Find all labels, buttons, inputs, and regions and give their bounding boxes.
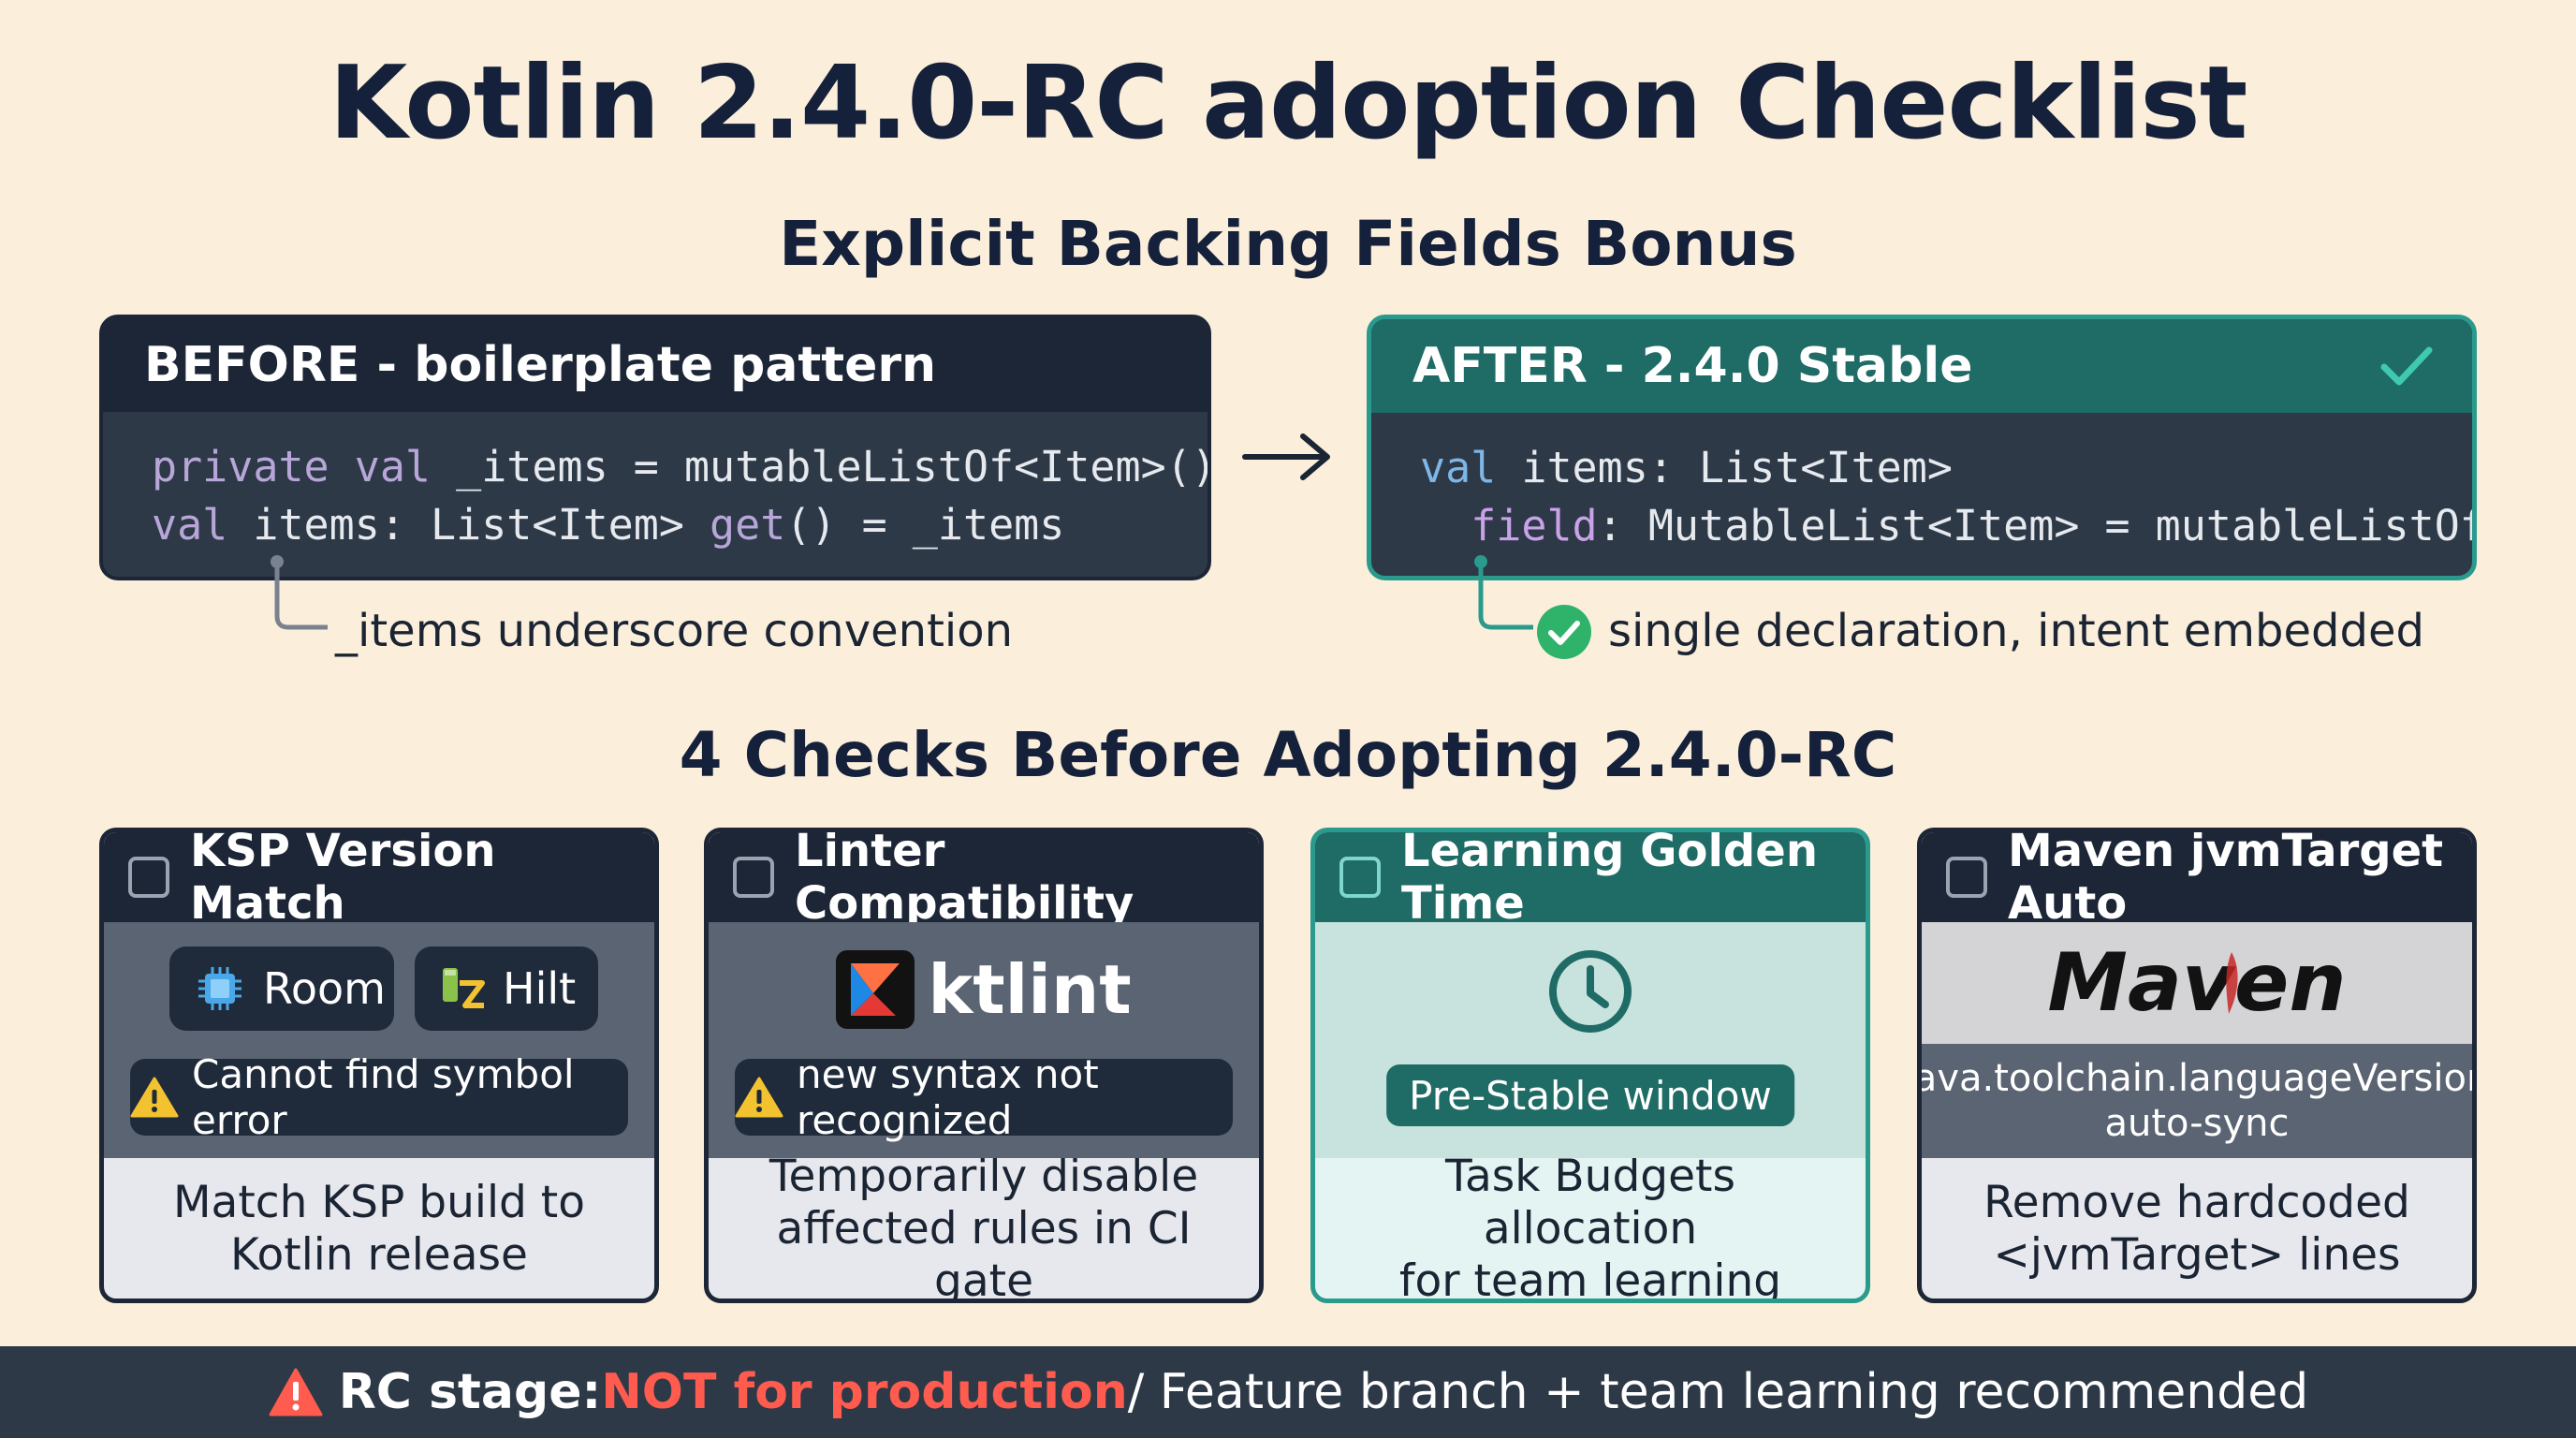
hilt-label: Hilt <box>503 963 577 1014</box>
check-circle-icon <box>1537 605 1591 659</box>
card-title: KSP Version Match <box>190 828 496 930</box>
card-title: Maven jvmTarget Auto <box>2008 828 2444 930</box>
check-card-maven: Maven jvmTarget Auto Maven java.toolchai… <box>1917 828 2477 1303</box>
card-title: Linter Compatibility <box>795 828 1134 930</box>
before-panel-header: BEFORE - boilerplate pattern <box>103 318 1208 412</box>
before-code-block: private val _items = mutableListOf<Item>… <box>103 412 1208 554</box>
page-title: Kotlin 2.4.0-RC adoption Checklist <box>329 45 2248 162</box>
check-card-ksp: KSP Version Match Room Hilt <box>99 828 659 1303</box>
hilt-icon <box>443 968 485 1008</box>
clock-icon <box>1549 950 1632 1033</box>
after-code-panel: AFTER - 2.4.0 Stable val items: List<Ite… <box>1367 315 2477 580</box>
checkmark-icon <box>2380 346 2433 386</box>
footer-banner: RC stage: NOT for production / Feature b… <box>0 1346 2576 1438</box>
section-title-backing-fields: Explicit Backing Fields Bonus <box>779 208 1797 280</box>
chip-icon <box>198 967 242 1010</box>
room-chip: Room <box>169 946 394 1031</box>
card-visual: Maven java.toolchain.languageVersion aut… <box>1922 922 2472 1158</box>
maven-feather-icon <box>2226 952 2238 1014</box>
warning-text: Cannot find symbol error <box>192 1051 575 1143</box>
arrow-right-icon <box>1242 433 1330 480</box>
room-label: Room <box>263 963 386 1014</box>
checkbox-icon[interactable] <box>1946 857 1987 898</box>
warning-icon <box>269 1368 323 1416</box>
hilt-chip: Hilt <box>415 946 598 1031</box>
card-visual: Room Hilt Cannot find symbol error <box>104 922 654 1158</box>
after-panel-header: AFTER - 2.4.0 Stable <box>1371 319 2472 413</box>
warning-icon <box>735 1077 783 1118</box>
after-code-block: val items: List<Item> field: MutableList… <box>1371 413 2472 555</box>
checkbox-icon[interactable] <box>128 857 169 898</box>
footer-lead: RC stage: <box>338 1364 602 1420</box>
maven-detail: java.toolchain.languageVersion auto-sync <box>1917 1057 2477 1145</box>
card-visual: ktlint new syntax not recognized <box>709 922 1259 1158</box>
check-card-learning: Learning Golden Time Pre-Stable window T… <box>1310 828 1870 1303</box>
before-callout-connector <box>271 555 328 630</box>
card-title: Learning Golden Time <box>1401 828 1818 930</box>
warning-text: new syntax not recognized <box>797 1051 1099 1143</box>
card-footer: Remove hardcoded<jvmTarget> lines <box>1983 1177 2410 1281</box>
ktlint-logo: ktlint <box>709 950 1259 1029</box>
card-header: Maven jvmTarget Auto <box>1922 832 2472 930</box>
ktlint-logo-icon <box>836 950 915 1029</box>
warning-bar: Cannot find symbol error <box>130 1051 628 1143</box>
warning-icon <box>130 1077 179 1118</box>
pre-stable-pill: Pre-Stable window <box>1386 1064 1794 1126</box>
section-title-checks: 4 Checks Before Adopting 2.4.0-RC <box>679 719 1897 791</box>
before-code-panel: BEFORE - boilerplate pattern private val… <box>99 315 1211 580</box>
card-header: KSP Version Match <box>104 832 654 930</box>
footer-alert: NOT for production <box>601 1364 1128 1420</box>
after-callout-note: single declaration, intent embedded <box>1608 605 2424 657</box>
after-code-line-1: val items: List<Item> <box>1420 443 1953 492</box>
after-panel-title: AFTER - 2.4.0 Stable <box>1412 338 1973 394</box>
checkbox-icon[interactable] <box>733 857 774 898</box>
card-visual: Pre-Stable window <box>1315 922 1866 1158</box>
footer-rest: / Feature branch + team learning recomme… <box>1127 1364 2309 1420</box>
check-card-linter: Linter Compatibility ktlint new syntax n… <box>704 828 1264 1303</box>
checkbox-icon[interactable] <box>1339 857 1381 898</box>
warning-bar: new syntax not recognized <box>735 1051 1233 1143</box>
maven-logo: Maven <box>1922 922 2472 1044</box>
card-header: Linter Compatibility <box>709 832 1259 930</box>
before-code-line-2: val items: List<Item> get() = _items <box>152 500 1065 550</box>
after-callout-connector <box>1474 555 1533 630</box>
before-code-line-1: private val _items = mutableListOf<Item>… <box>152 442 1211 492</box>
before-callout-note: _items underscore convention <box>335 605 1014 657</box>
card-header: Learning Golden Time <box>1315 832 1866 930</box>
after-code-line-2: field: MutableList<Item> = mutableListOf… <box>1471 501 2477 550</box>
